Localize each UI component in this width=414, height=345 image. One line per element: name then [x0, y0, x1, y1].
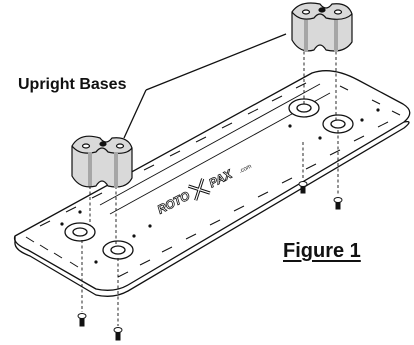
upright-bases-callout-label: Upright Bases: [18, 76, 127, 93]
screw-icon: [77, 181, 343, 341]
upright-base-icon: [291, 2, 353, 52]
mount-plate-icon: [13, 70, 411, 297]
assembly-guide-lines: [81, 46, 339, 326]
logo-cross-icon: [187, 178, 211, 201]
upright-base-icon: [71, 135, 133, 188]
figure-caption: Figure 1: [283, 240, 361, 262]
callout-leader-lines: [123, 33, 287, 139]
logo-text-suffix: .com: [238, 164, 252, 175]
